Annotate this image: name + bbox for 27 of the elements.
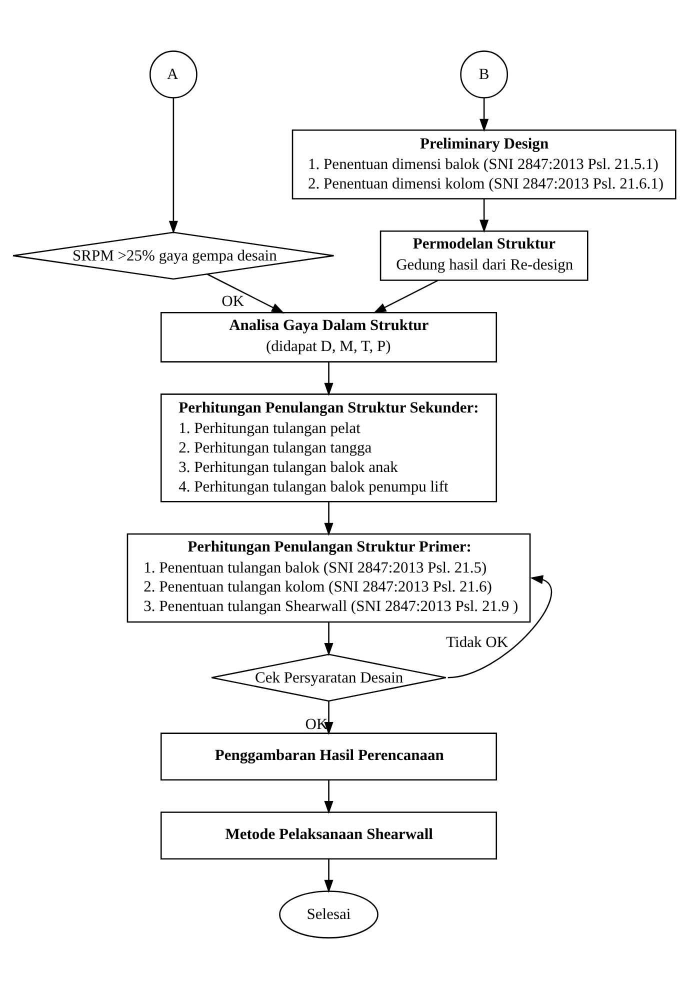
node-diamond: SRPM >25% gaya gempa desain bbox=[12, 232, 334, 280]
arrow bbox=[324, 362, 334, 396]
edge-label: OK bbox=[222, 292, 244, 310]
node-box: Metode Pelaksanaan Shearwall bbox=[160, 812, 498, 860]
arrow bbox=[324, 780, 334, 814]
node-box: Permodelan Struktur Gedung hasil dari Re-design bbox=[380, 230, 588, 281]
node-box: Perhitungan Penulangan Struktur Sekunder: 1. Perhitungan tulangan pelat 2. Perhitungan tulangan tangga 3. Perhitungan tulangan balok anak 4. Perhitungan tulangan balok penumpu lift bbox=[160, 394, 498, 502]
node-circle: A bbox=[149, 50, 198, 98]
node-diamond: Cek Persyaratan Desain bbox=[211, 654, 446, 702]
arrow bbox=[480, 98, 489, 132]
arrow bbox=[324, 701, 334, 735]
node-box: Penggambaran Hasil Perencanaan bbox=[160, 732, 498, 781]
edge-label: OK bbox=[305, 716, 328, 733]
arrow bbox=[206, 274, 284, 314]
arrow bbox=[480, 198, 489, 233]
node-ellipse: Selesai bbox=[279, 890, 378, 938]
arrow bbox=[168, 98, 178, 234]
node-circle: B bbox=[460, 50, 508, 98]
arrow bbox=[448, 575, 552, 678]
edge-label: Tidak OK bbox=[446, 634, 508, 652]
node-box: Perhitungan Penulangan Struktur Primer: 1. Penentuan tulangan balok (SNI 2847:2013 Psl. 21.5) 2. Penentuan tulangan kolom (SNI 2847:2013 Psl. 21.6) 3. Penentuan tulangan Shearwall (SNI 2847:2013 Psl. 21.9 ) bbox=[126, 533, 531, 623]
arrow bbox=[324, 622, 334, 656]
arrow bbox=[324, 502, 334, 536]
arrow bbox=[373, 280, 438, 314]
node-box: Analisa Gaya Dalam Struktur (didapat D, M, T, P) bbox=[160, 312, 498, 362]
node-box: Preliminary Design 1. Penentuan dimensi balok (SNI 2847:2013 Psl. 21.5.1) 2. Penentuan dimensi kolom (SNI 2847:2013 Psl. 21.6.1) bbox=[292, 129, 676, 200]
arrow bbox=[324, 858, 334, 893]
